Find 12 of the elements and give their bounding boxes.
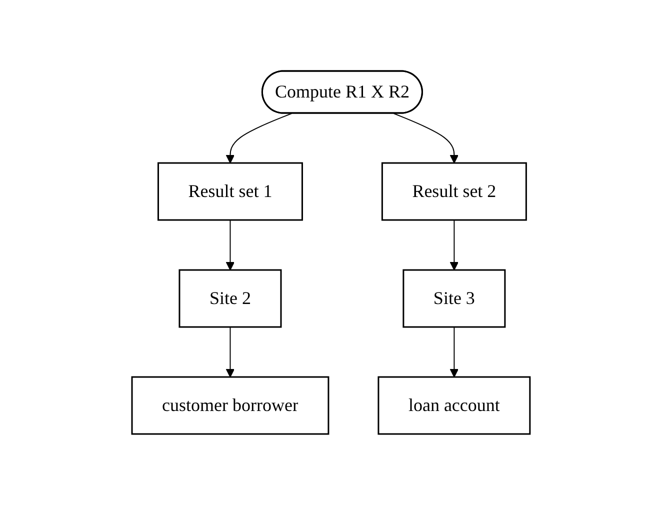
arrow — [449, 326, 458, 378]
arrow — [392, 113, 458, 164]
node-box: Result set 2 — [380, 162, 526, 221]
node-box: Site 3 — [402, 269, 506, 328]
node-box: Result set 1 — [157, 162, 302, 221]
arrow — [449, 220, 458, 270]
node-box: loan account — [377, 376, 530, 435]
arrow — [225, 326, 234, 378]
arrow — [225, 220, 234, 270]
node-box: Site 2 — [178, 269, 282, 328]
node-box: customer borrower — [130, 376, 329, 435]
arrow — [225, 113, 292, 164]
